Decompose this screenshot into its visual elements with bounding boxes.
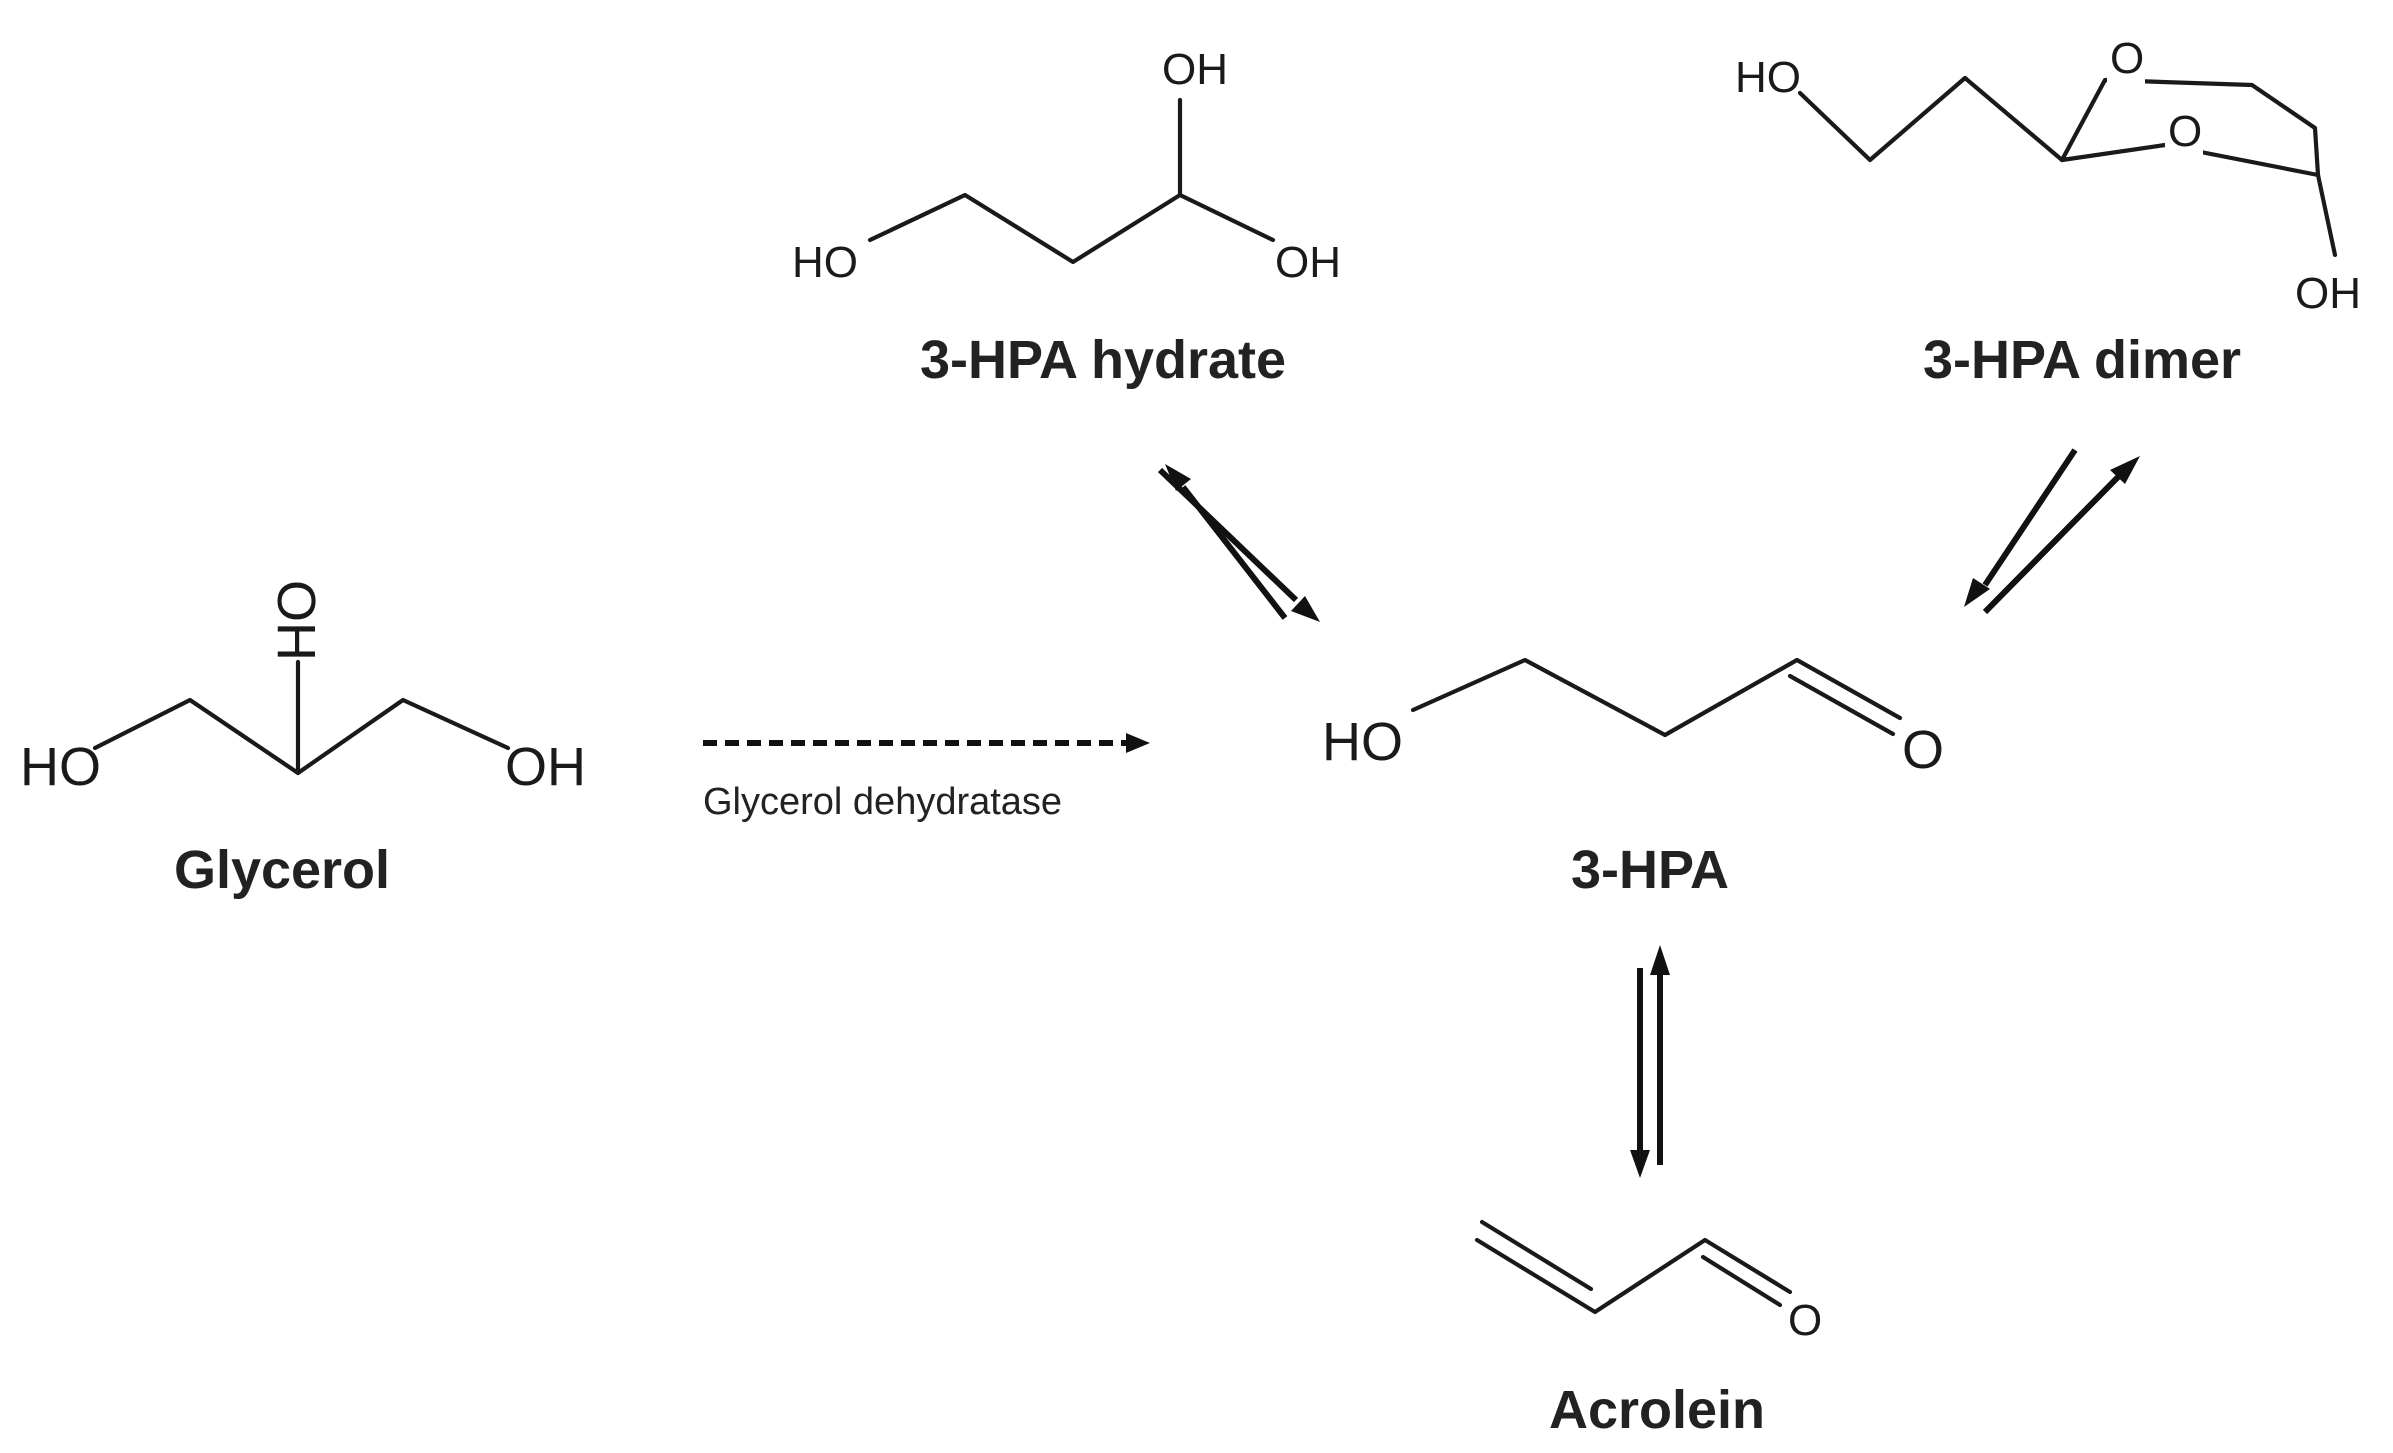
hpa-dimer-structure: HO O O OH [1735, 34, 2361, 318]
hydrate-equilibrium-arrows [1157, 464, 1320, 622]
dimer-o-top: O [2110, 34, 2144, 83]
acrolein-label: Acrolein [1549, 1380, 1765, 1440]
hpa-structure: HO O [1322, 657, 1944, 780]
dimer-oh-bond [2315, 172, 2338, 258]
glycerol-skeleton [92, 697, 511, 776]
hydrate-oh-top: OH [1162, 45, 1228, 94]
dimer-arrow-forward-head [1964, 578, 1990, 607]
dimer-arrow-reverse [1982, 472, 2123, 615]
dimer-arrow-forward [1982, 448, 2078, 587]
glycerol-oh-top: OH [266, 580, 326, 661]
dimer-chain [1797, 75, 2065, 163]
hpa-dimer-label: 3-HPA dimer [1923, 330, 2241, 390]
hydrate-arrow-reverse-head [1165, 464, 1191, 491]
dashed-arrow-head [1126, 733, 1150, 753]
dimer-o-mid: O [2168, 107, 2202, 156]
glycerol-oh-right: OH [505, 737, 586, 797]
acrolein-arrow-reverse-head [1650, 945, 1670, 975]
hpa-skeleton [1410, 657, 1903, 738]
enzyme-label: Glycerol dehydratase [703, 781, 1062, 823]
acrolein-carbonyl-second-bond [1700, 1254, 1783, 1308]
hydrate-arrow-reverse [1180, 485, 1288, 620]
dimer-equilibrium-arrows [1964, 448, 2140, 615]
dimer-o-top-mask [2107, 52, 2145, 98]
hydrate-oh-right: OH [1275, 238, 1341, 287]
glycerol-label: Glycerol [174, 840, 390, 900]
glycerol-structure: HO OH OH [20, 580, 586, 797]
dimer-oh-left: HO [1735, 53, 1801, 102]
hpa-oh: HO [1322, 712, 1403, 772]
hpa-hydrate-label: 3-HPA hydrate [920, 330, 1286, 390]
acrolein-arrow-forward-head [1630, 1150, 1650, 1178]
dimer-arrow-reverse-head [2110, 456, 2140, 484]
hydrate-arrow-forward [1157, 467, 1299, 603]
dimer-o-mid-mask [2165, 110, 2203, 156]
hydrate-oh-left: HO [792, 238, 858, 287]
hydrate-skeleton [867, 192, 1276, 265]
hpa-hydrate-structure: HO OH OH [792, 45, 1341, 287]
hpa-carbonyl-second-bond [1787, 673, 1896, 737]
glycerol-dehydratase-arrow [703, 733, 1150, 753]
hpa-o: O [1902, 720, 1944, 780]
hpa-label: 3-HPA [1571, 840, 1729, 900]
dimer-oh-bottom: OH [2295, 269, 2361, 318]
acrolein-structure: O [1474, 1219, 1822, 1345]
acrolein-o: O [1788, 1296, 1822, 1345]
hydrate-arrow-forward-head [1291, 596, 1320, 622]
acrolein-vinyl-second-bond [1479, 1219, 1594, 1292]
acrolein-skeleton [1474, 1237, 1793, 1315]
glycerol-oh-left: HO [20, 737, 101, 797]
acrolein-equilibrium-arrows [1630, 945, 1670, 1178]
